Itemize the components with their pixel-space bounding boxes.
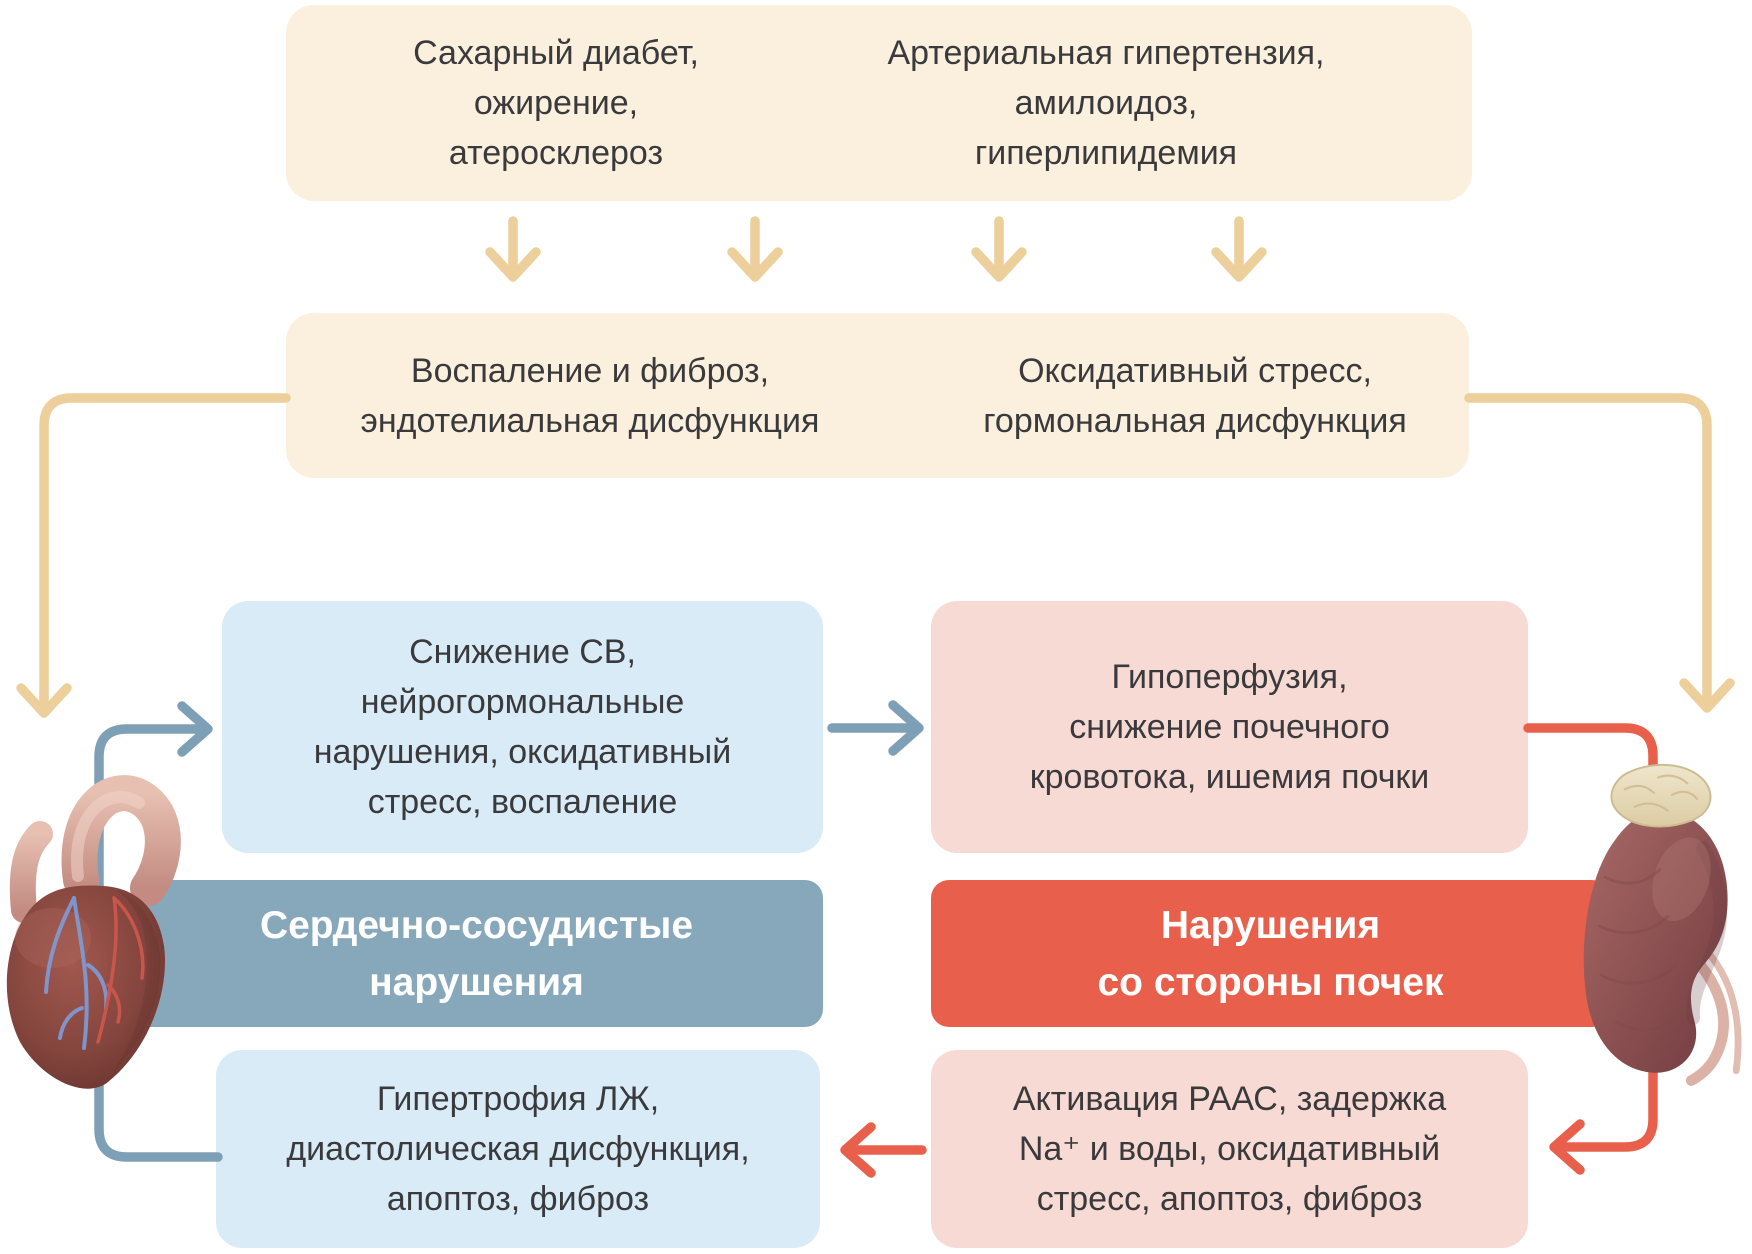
down-arrow-1-icon [485,216,541,282]
renal-effects-lower-box: Активация РААС, задержка Na⁺ и воды, окс… [931,1050,1528,1248]
renal-header: Нарушения со стороны почек [931,880,1610,1027]
heart-image [0,775,196,1089]
down-arrow-2-icon [727,216,783,282]
cardiac-to-renal-arrow-icon [827,700,924,756]
cardiac-effects-lower-box: Гипертрофия ЛЖ, диастолическая дисфункци… [216,1050,820,1248]
risk-factors-box: Сахарный диабет, ожирение, атеросклероз … [286,5,1472,201]
mediators-left-text: Воспаление и фиброз, эндотелиальная дисф… [360,351,820,440]
renal-to-cardiac-arrow-icon [840,1122,927,1178]
mediators-right-text: Оксидативный стресс, гормональная дисфун… [983,351,1407,440]
kidney-image [1583,763,1742,1086]
adrenal-gland [1610,763,1712,828]
cardiac-header: Сердечно-сосудистые нарушения [130,880,823,1027]
kidney-highlight [1652,837,1711,921]
ureter [1676,940,1729,1086]
renal-effects-upper-box: Гипоперфузия, снижение почечного кровото… [931,601,1528,853]
down-arrow-3-icon [971,216,1027,282]
down-arrow-4-icon [1211,216,1267,282]
heart-highlight [15,908,91,968]
risk-factors-cardiac-text: Сахарный диабет, ожирение, атеросклероз [413,34,699,172]
kidney-shade [1686,841,1728,1025]
mediators-box: Воспаление и фиброз, эндотелиальная дисф… [286,313,1469,478]
risk-factors-renal-text: Артериальная гипертензия, амилоидоз, гип… [887,34,1325,172]
cardiac-effects-upper-box: Снижение СВ, нейрогормональные нарушения… [222,601,823,853]
coronary-veins [44,896,109,1050]
